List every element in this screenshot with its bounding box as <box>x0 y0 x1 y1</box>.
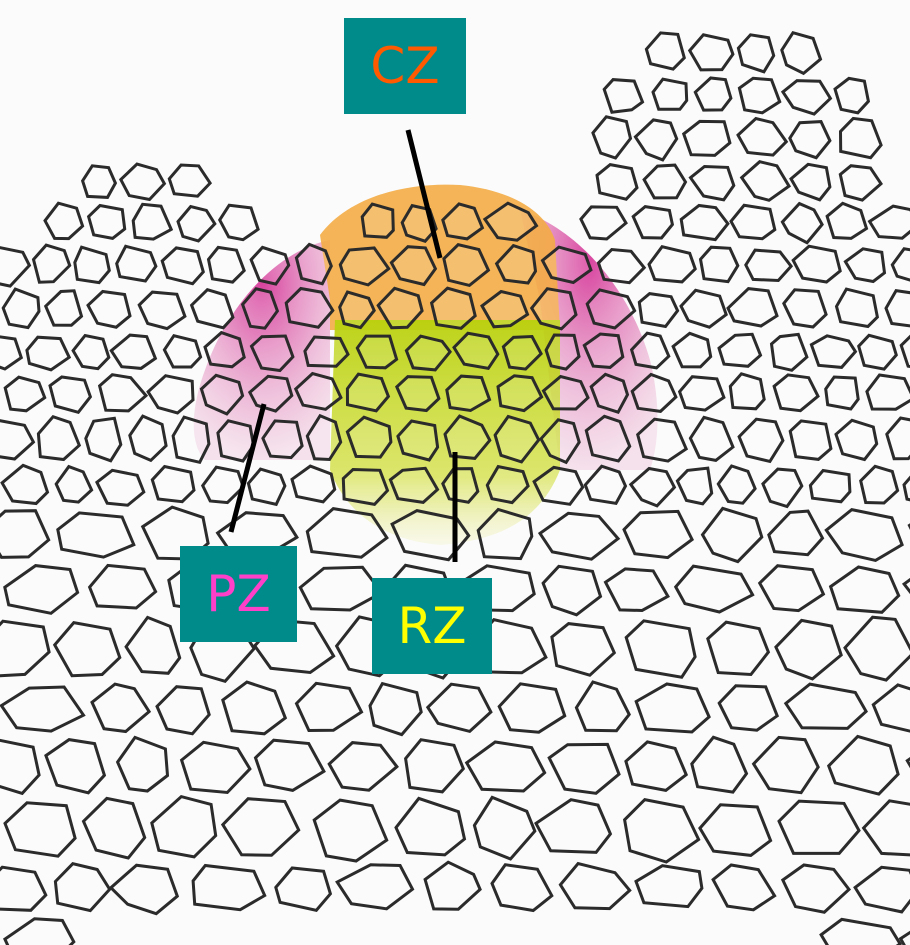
cell <box>835 78 868 112</box>
cell <box>837 289 878 326</box>
cell <box>89 206 125 239</box>
cell <box>152 467 194 502</box>
cell <box>86 418 121 461</box>
pz-label-text: PZ <box>206 569 270 619</box>
cz-label-text: CZ <box>370 41 439 91</box>
cell <box>164 336 200 367</box>
cell <box>343 470 387 505</box>
cell <box>633 207 672 238</box>
cell <box>296 244 331 283</box>
pz-label: PZ <box>180 546 297 642</box>
cell <box>362 204 393 237</box>
cell <box>597 165 637 200</box>
cz-label: CZ <box>344 18 466 114</box>
cell <box>357 336 396 368</box>
cell <box>626 621 695 677</box>
cell <box>58 513 134 557</box>
cell <box>347 374 388 411</box>
rz-label: RZ <box>372 578 492 674</box>
cell <box>738 35 773 72</box>
rz-label-text: RZ <box>398 601 467 651</box>
cell <box>117 246 156 281</box>
cell <box>173 417 209 462</box>
cell <box>75 247 110 282</box>
cell <box>790 421 831 460</box>
cell <box>826 377 859 409</box>
cell <box>779 801 859 853</box>
cell <box>83 166 116 198</box>
cell <box>730 374 764 409</box>
cell <box>193 866 265 910</box>
cell <box>719 686 777 730</box>
cell <box>218 421 254 461</box>
cell <box>162 248 203 284</box>
cell <box>701 247 738 281</box>
cell <box>653 79 687 109</box>
cell <box>305 337 348 366</box>
cell <box>209 247 245 282</box>
cell <box>604 80 642 113</box>
